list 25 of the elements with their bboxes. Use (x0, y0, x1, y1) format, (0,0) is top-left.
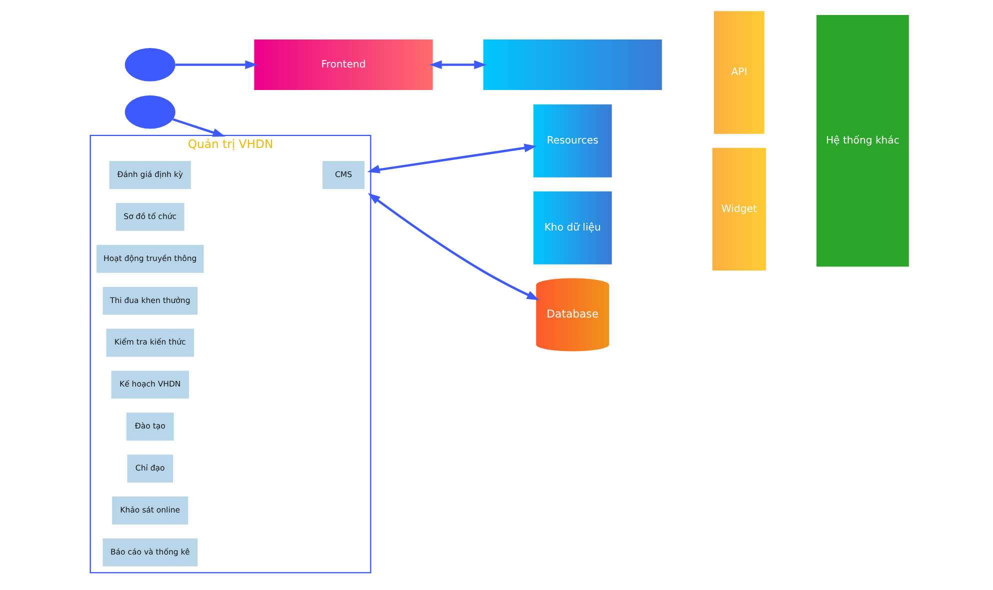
node-box: CMS (322, 161, 364, 189)
arrow (368, 192, 540, 300)
node-box: Kho dữ liệu (533, 191, 612, 264)
node-box: Chỉ đạo (127, 454, 174, 483)
arrow (172, 118, 226, 137)
node-box (483, 39, 662, 90)
arrow (175, 60, 258, 70)
arrow (429, 60, 487, 70)
node-box: Frontend (254, 39, 433, 90)
node-box: Hệ thống khác (816, 15, 909, 267)
node-box: Đào tạo (126, 412, 174, 441)
node-person (124, 95, 176, 129)
node-box: Sơ đồ tổ chức (116, 202, 184, 231)
node-box: Khảo sát online (112, 496, 188, 524)
node-box: API (714, 11, 764, 134)
node-box: Resources (533, 104, 612, 178)
arrow (367, 144, 537, 174)
node-box: Kế hoạch VHDN (111, 370, 189, 399)
node-box: Thi đua khen thưởng (102, 286, 198, 315)
node-box: Báo cáo và thống kê (102, 538, 198, 566)
node-box: Widget (712, 148, 766, 271)
node-box: Hoạt động truyền thông (96, 244, 204, 273)
node-box: Kiểm tra kiến thức (106, 328, 194, 357)
node-person (124, 48, 176, 82)
node-box: Đánh giá định kỳ (109, 161, 191, 189)
